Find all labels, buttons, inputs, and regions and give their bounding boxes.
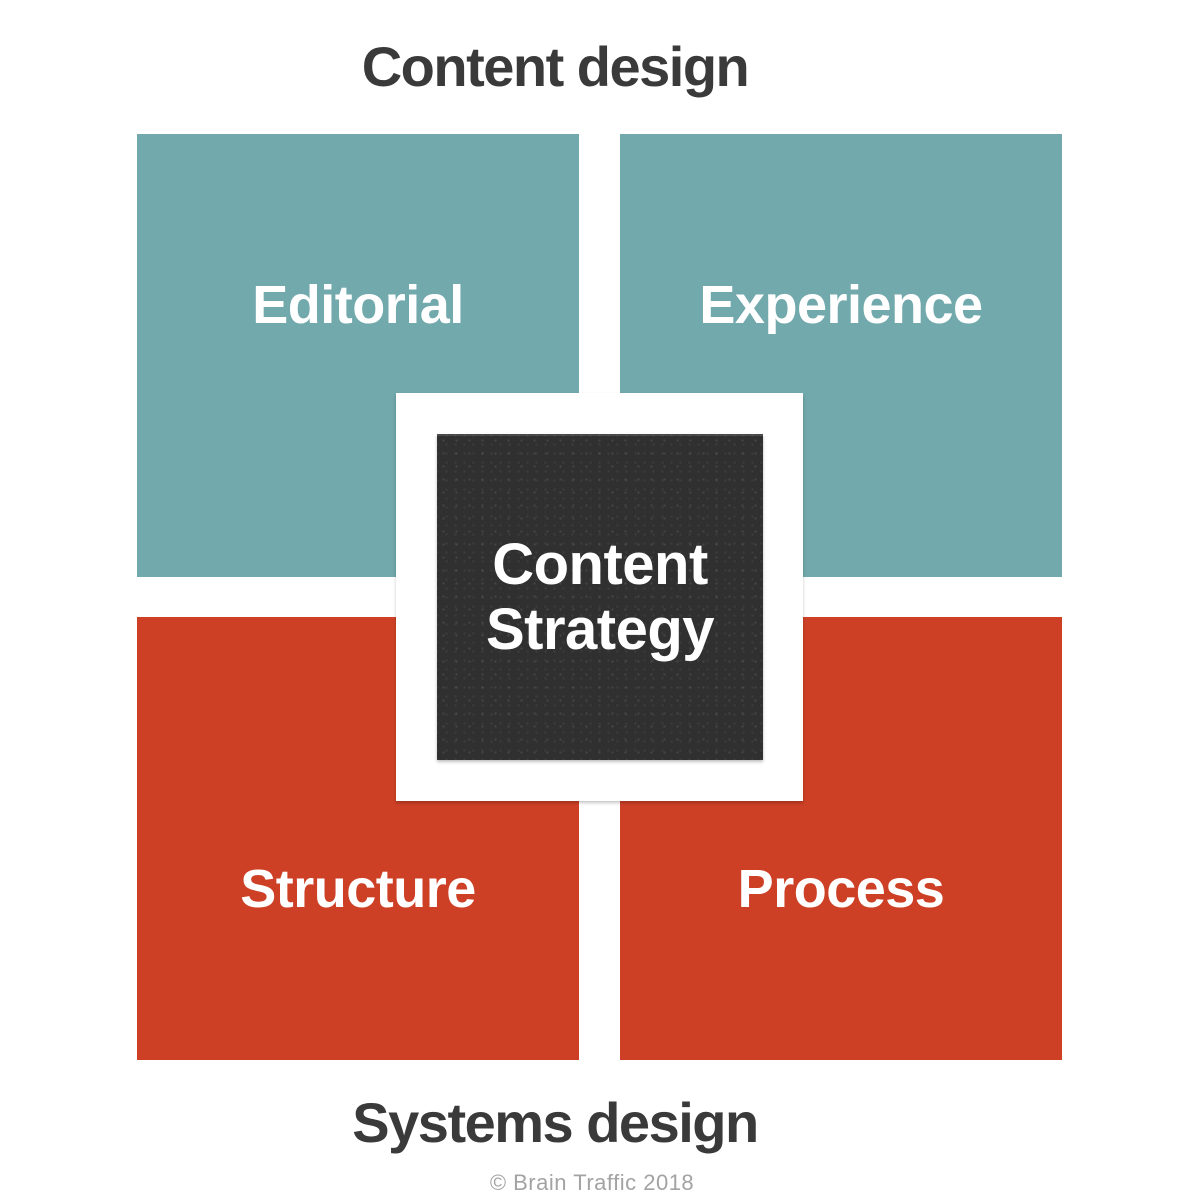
quadrant-experience-label: Experience — [699, 275, 983, 335]
quadrant-structure-label: Structure — [240, 859, 476, 919]
copyright-text: © Brain Traffic 2018 — [489, 1170, 695, 1195]
center-box-title: Content Strategy — [485, 532, 715, 662]
quadrant-process-label: Process — [737, 859, 945, 919]
quadrant-editorial-label: Editorial — [252, 275, 464, 335]
quadrant-structure: Structure — [137, 617, 579, 1060]
center-box-title-line1: Content — [492, 532, 708, 597]
bottom-axis-label: Systems design — [352, 1091, 759, 1154]
top-axis-label: Content design — [361, 35, 750, 98]
center-box-title-line2: Strategy — [485, 597, 715, 662]
center-box: Content Strategy — [437, 434, 763, 760]
quadrant-editorial: Editorial — [137, 134, 579, 577]
